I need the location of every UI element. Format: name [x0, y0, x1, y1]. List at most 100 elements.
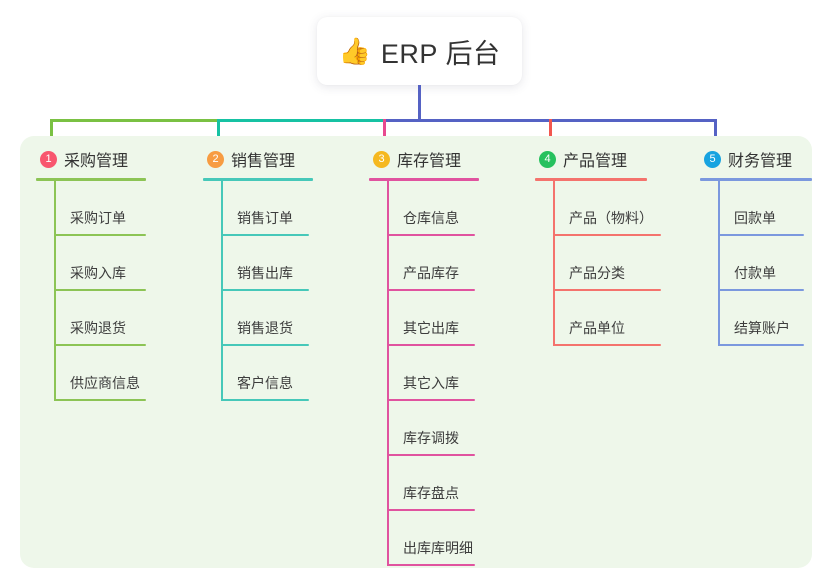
- column-badge-3: 3: [373, 150, 390, 168]
- column-spine-5: [718, 181, 720, 346]
- item-label: 销售退货: [237, 320, 293, 336]
- item-rule: [553, 344, 661, 346]
- item-rule: [54, 234, 146, 236]
- thumbs-up-icon: 👍: [338, 36, 371, 66]
- list-item[interactable]: 其它入库: [369, 346, 519, 401]
- column-badge-2: 2: [207, 150, 224, 168]
- list-item[interactable]: 其它出库: [369, 291, 519, 346]
- bus-segment-teal: [217, 119, 386, 122]
- list-item[interactable]: 库存盘点: [369, 456, 519, 511]
- column-title-1: 采购管理: [64, 153, 129, 170]
- item-rule: [718, 289, 804, 291]
- item-rule: [718, 234, 804, 236]
- list-item[interactable]: 销售出库: [203, 236, 353, 291]
- item-label: 出库库明细: [403, 540, 473, 556]
- item-rule: [718, 344, 804, 346]
- item-label: 仓库信息: [403, 210, 459, 226]
- item-rule: [387, 234, 475, 236]
- item-label: 库存盘点: [403, 485, 459, 501]
- root-node-card[interactable]: 👍 ERP 后台: [317, 17, 522, 85]
- column-header-5[interactable]: 5 财务管理: [700, 146, 830, 172]
- list-item[interactable]: 库存调拨: [369, 401, 519, 456]
- item-rule: [387, 344, 475, 346]
- list-item[interactable]: 销售订单: [203, 181, 353, 236]
- list-item[interactable]: 产品库存: [369, 236, 519, 291]
- list-item[interactable]: 结算账户: [700, 291, 830, 346]
- item-label: 产品分类: [569, 265, 625, 281]
- column-items-4: 产品（物料） 产品分类产品单位: [535, 181, 685, 346]
- column-title-5: 财务管理: [728, 153, 793, 170]
- column-spine-1: [54, 181, 56, 401]
- column-items-2: 销售订单销售出库销售退货客户信息: [203, 181, 353, 401]
- list-item[interactable]: 出库库明细: [369, 511, 519, 566]
- list-item[interactable]: 付款单: [700, 236, 830, 291]
- list-item[interactable]: 采购退货: [36, 291, 186, 346]
- item-rule: [221, 399, 309, 401]
- item-label: 库存调拨: [403, 430, 459, 446]
- list-item[interactable]: 产品单位: [535, 291, 685, 346]
- item-label: 产品（物料）: [569, 210, 653, 226]
- root-title: ERP 后台: [380, 38, 501, 69]
- item-label: 其它入库: [403, 375, 459, 391]
- column-badge-5: 5: [704, 150, 721, 168]
- item-label: 采购订单: [70, 210, 126, 226]
- item-label: 采购退货: [70, 320, 126, 336]
- item-label: 产品单位: [569, 320, 625, 336]
- item-label: 客户信息: [237, 375, 293, 391]
- item-rule: [387, 454, 475, 456]
- item-rule: [54, 399, 146, 401]
- column-items-5: 回款单付款单结算账户: [700, 181, 830, 346]
- list-item[interactable]: 采购订单: [36, 181, 186, 236]
- list-item[interactable]: 客户信息: [203, 346, 353, 401]
- item-rule: [387, 289, 475, 291]
- item-rule: [553, 289, 661, 291]
- column-head-rule-5: [700, 178, 812, 181]
- list-item[interactable]: 供应商信息: [36, 346, 186, 401]
- item-rule: [54, 344, 146, 346]
- item-rule: [553, 234, 661, 236]
- column-title-4: 产品管理: [563, 153, 628, 170]
- column-spine-3: [387, 181, 389, 566]
- item-label: 回款单: [734, 210, 776, 226]
- item-rule: [387, 509, 475, 511]
- column-5: 5 财务管理回款单付款单结算账户: [700, 146, 830, 346]
- column-header-3[interactable]: 3 库存管理: [369, 146, 519, 172]
- item-rule: [221, 344, 309, 346]
- column-head-rule-4: [535, 178, 647, 181]
- column-title-3: 库存管理: [397, 153, 462, 170]
- list-item[interactable]: 仓库信息: [369, 181, 519, 236]
- item-label: 产品库存: [403, 265, 459, 281]
- column-2: 2 销售管理销售订单销售出库销售退货客户信息: [203, 146, 353, 401]
- diagram-panel: [20, 136, 812, 568]
- item-label: 销售出库: [237, 265, 293, 281]
- column-3: 3 库存管理仓库信息产品库存其它出库其它入库库存调拨库存盘点出库库明细: [369, 146, 519, 566]
- trunk-vertical-line: [418, 85, 421, 122]
- list-item[interactable]: 产品分类: [535, 236, 685, 291]
- column-1: 1 采购管理采购订单采购入库采购退货供应商信息: [36, 146, 186, 401]
- item-rule: [387, 399, 475, 401]
- item-label: 结算账户: [734, 320, 790, 336]
- column-title-2: 销售管理: [231, 153, 296, 170]
- item-label: 销售订单: [237, 210, 293, 226]
- item-label: 其它出库: [403, 320, 459, 336]
- column-badge-1: 1: [40, 150, 57, 168]
- column-header-2[interactable]: 2 销售管理: [203, 146, 353, 172]
- column-head-rule-3: [369, 178, 479, 181]
- column-head-rule-2: [203, 178, 313, 181]
- list-item[interactable]: 采购入库: [36, 236, 186, 291]
- column-spine-2: [221, 181, 223, 401]
- column-header-1[interactable]: 1 采购管理: [36, 146, 186, 172]
- list-item[interactable]: 回款单: [700, 181, 830, 236]
- item-label: 采购入库: [70, 265, 126, 281]
- list-item[interactable]: 产品（物料）: [535, 181, 685, 236]
- item-label: 供应商信息: [70, 375, 140, 391]
- item-rule: [221, 289, 309, 291]
- item-label: 付款单: [734, 265, 776, 281]
- item-rule: [54, 289, 146, 291]
- column-items-3: 仓库信息产品库存其它出库其它入库库存调拨库存盘点出库库明细: [369, 181, 519, 566]
- item-rule: [221, 234, 309, 236]
- item-rule: [387, 564, 475, 566]
- list-item[interactable]: 销售退货: [203, 291, 353, 346]
